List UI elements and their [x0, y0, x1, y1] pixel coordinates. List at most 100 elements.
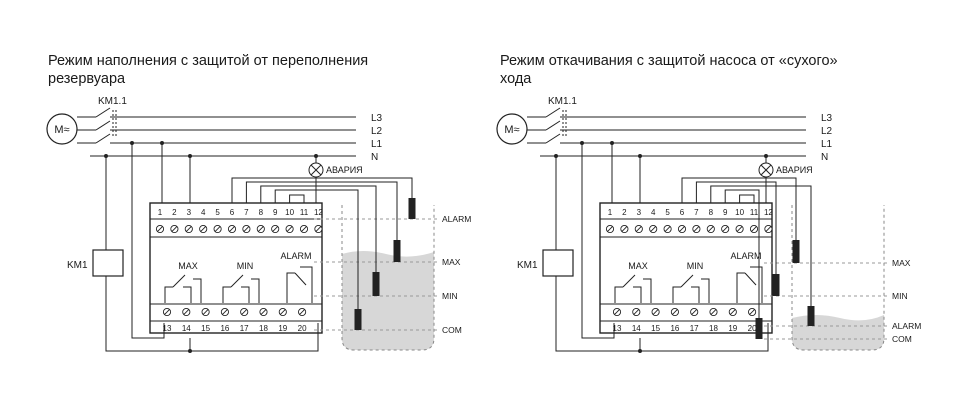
motor-icon	[46, 113, 78, 145]
bottom-terminal-number: 13	[613, 324, 622, 333]
title-line-2: резервуара	[48, 71, 126, 87]
junction-dot	[610, 141, 614, 145]
junction-dot	[638, 349, 642, 353]
coil-return-wire	[105, 276, 191, 352]
relay-contact-wire	[241, 286, 250, 303]
tank-water	[792, 315, 884, 350]
relay-label-alarm: ALARM	[730, 251, 761, 261]
junction-dot	[554, 154, 558, 158]
switch-contact-blade	[95, 107, 111, 118]
motor-label: M≈	[54, 124, 69, 136]
level-label: ALARM	[892, 321, 921, 331]
contactor-coil-icon	[92, 249, 124, 277]
level-label: ALARM	[442, 214, 471, 224]
top-terminal-number: 10	[735, 208, 744, 217]
relay-contact-wire	[691, 286, 700, 303]
terminal-screw-slot	[691, 309, 697, 315]
level-probe-icon	[792, 240, 800, 263]
junction-dot	[764, 154, 768, 158]
terminal-screw-slot	[636, 226, 642, 232]
terminal-screw-slot	[241, 309, 247, 315]
junction-dot	[104, 154, 108, 158]
switch-contact-blade	[545, 107, 561, 118]
terminal-screw-slot	[186, 226, 192, 232]
terminal-screw-slot	[652, 309, 659, 315]
top-terminal-number: 1	[158, 208, 163, 217]
switch-label: KM1.1	[98, 96, 127, 107]
terminal-screw-slot	[730, 309, 736, 315]
level-label: COM	[892, 334, 912, 344]
tank-water	[342, 251, 434, 350]
line-label-l2: L2	[371, 126, 383, 137]
terminal-screw-slot	[693, 226, 700, 232]
diagram-title-draining: Режим откачивания с защитой насоса от «с…	[500, 52, 900, 88]
top-terminal-number: 9	[273, 208, 278, 217]
relay-contact-wire	[633, 286, 642, 303]
level-label: MAX	[442, 257, 461, 267]
line-label-l1: L1	[371, 139, 383, 150]
switch-contact-blade	[95, 120, 111, 131]
motor-icon	[496, 113, 528, 145]
motor-label: M≈	[504, 124, 519, 136]
terminal-screw-slot	[301, 226, 307, 232]
relay-switch-blade	[172, 274, 186, 288]
level-probe-icon	[755, 318, 763, 339]
top-terminal-number: 4	[201, 208, 206, 217]
switch-label: KM1.1	[548, 96, 577, 107]
alarm-lamp-label: АВАРИЯ	[326, 165, 363, 175]
top-terminal-number: 3	[187, 208, 192, 217]
level-label: MIN	[892, 291, 908, 301]
probe-wire	[245, 181, 398, 240]
relay-switch-blade	[680, 274, 694, 288]
tank-outline	[341, 205, 435, 351]
terminal-screw-slot	[222, 309, 228, 315]
contactor-coil-icon	[542, 249, 574, 277]
terminal-screw-slot	[200, 226, 206, 232]
contactor-label: KM1	[67, 260, 88, 271]
top-terminal-number: 11	[300, 208, 309, 217]
terminal-screw-slot	[258, 226, 264, 232]
terminal-screw-slot	[214, 226, 221, 232]
terminal-screw-slot	[171, 226, 178, 232]
terminal-screw-slot	[633, 309, 640, 315]
relay-contact-wire	[672, 286, 681, 303]
title-line-1: Режим откачивания с защитой насоса от «с…	[500, 53, 838, 69]
top-terminal-number: 8	[259, 208, 264, 217]
terminal-screw-slot	[286, 226, 293, 232]
terminal-screw-slot	[672, 309, 678, 315]
terminal-screw-slot	[164, 309, 170, 315]
terminal-screw-slot	[679, 226, 685, 232]
relay-switch-blade	[294, 272, 307, 286]
terminal-screw-slot	[621, 226, 628, 232]
probe-wire	[274, 189, 359, 309]
bottom-terminal-number: 14	[182, 324, 191, 333]
top-terminal-number: 7	[244, 208, 249, 217]
junction-dot	[314, 154, 318, 158]
bottom-terminal-number: 13	[163, 324, 172, 333]
probe-wire	[695, 181, 777, 274]
diagram-title-filling: Режим наполнения с защитой от переполнен…	[48, 52, 448, 88]
bottom-terminal-number: 18	[259, 324, 268, 333]
control-relay-housing	[149, 202, 323, 334]
relay-contact-wire	[614, 286, 623, 303]
bottom-terminal-number: 16	[220, 324, 229, 333]
top-terminal-number: 4	[651, 208, 656, 217]
level-probe-icon	[354, 309, 362, 330]
top-terminal-number: 6	[680, 208, 685, 217]
tank-outline	[791, 205, 885, 351]
output-wire	[190, 323, 319, 352]
terminal-screw-slot	[272, 226, 278, 232]
coil-feed-wire	[581, 143, 615, 339]
alarm-lamp-label: АВАРИЯ	[776, 165, 813, 175]
top-terminal-number: 2	[622, 208, 627, 217]
terminal-screw-slot	[157, 226, 163, 232]
top-terminal-number: 12	[314, 208, 323, 217]
level-probe-icon	[408, 198, 416, 219]
bottom-terminal-number: 20	[748, 324, 757, 333]
terminal-screw-slot	[751, 226, 757, 232]
terminal-screw-slot	[315, 226, 322, 232]
contactor-label: KM1	[517, 260, 538, 271]
